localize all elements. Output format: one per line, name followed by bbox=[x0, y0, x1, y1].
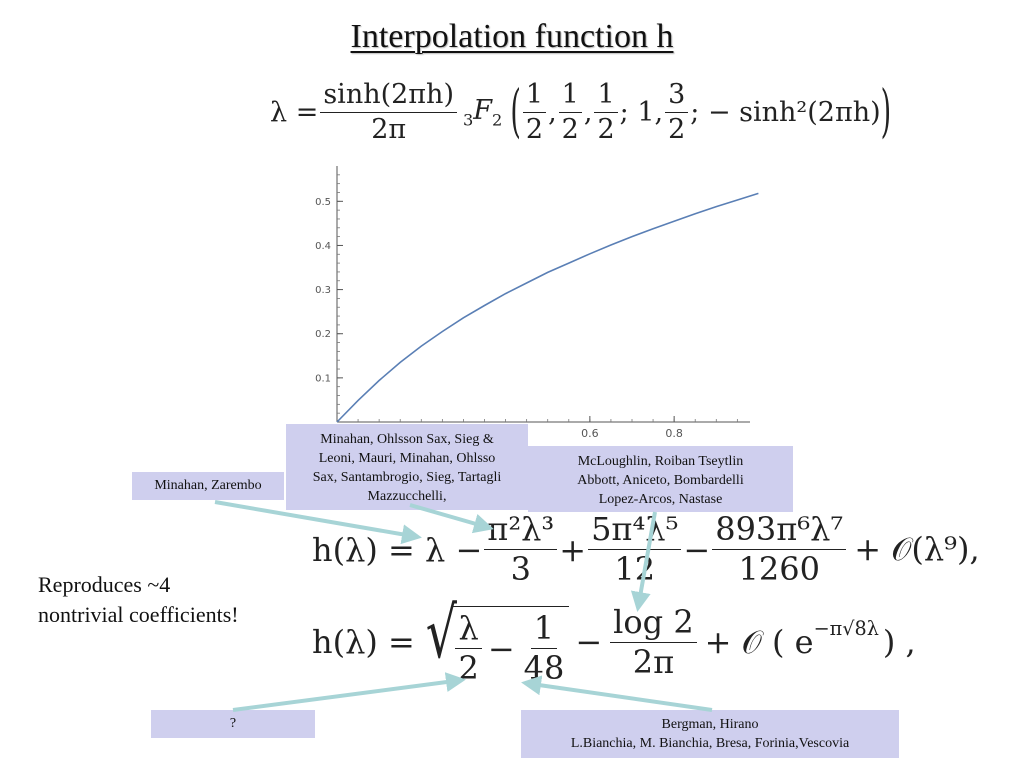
hypergeometric-post: 2 bbox=[492, 110, 503, 130]
ref-b-line-2: Leoni, Mauri, Minahan, Ohlsso bbox=[318, 451, 496, 466]
series-line-0 bbox=[336, 192, 759, 423]
arg-1-num: 1 bbox=[522, 80, 547, 113]
sqrt-term-2-den: 48 bbox=[523, 649, 565, 688]
arg-4-num: 3 bbox=[665, 80, 689, 113]
arrow-bergman bbox=[521, 675, 713, 712]
y-tick-label: 0.2 bbox=[315, 329, 331, 340]
arg-2-num: 1 bbox=[558, 80, 582, 113]
strong-lhs: h(λ) = bbox=[312, 623, 415, 662]
note-line-2: nontrivial coefficients! bbox=[38, 602, 239, 627]
reference-box-mcloughlin: McLoughlin, Roiban Tseytlin Abbott, Anic… bbox=[528, 446, 793, 512]
sqrt-term-1-num: λ bbox=[455, 610, 482, 650]
chart-ticks: 0.1 0.2 0.3 0.4 0.5 0.6 0.8 bbox=[315, 174, 738, 440]
weak-term-2-den: 12 bbox=[614, 550, 656, 589]
ref-c-line-2: Abbott, Aniceto, Bombardelli bbox=[577, 473, 744, 488]
sqrt-term-2-num: 1 bbox=[530, 610, 558, 650]
sinh-denominator: 2π bbox=[371, 113, 407, 145]
strong-term-log-den: 2π bbox=[632, 642, 675, 681]
strong-term-log-num: log 2 bbox=[610, 604, 697, 643]
weak-term-3-den: 1260 bbox=[738, 550, 820, 589]
strong-exponent: −π√8λ bbox=[813, 616, 879, 640]
weak-op-1: + bbox=[559, 530, 587, 569]
arg-2-den: 2 bbox=[561, 113, 579, 145]
ref-b-line-1: Minahan, Ohlsson Sax, Sieg & bbox=[320, 432, 494, 447]
chart-axes bbox=[336, 166, 750, 423]
y-tick-label: 0.3 bbox=[315, 285, 331, 296]
x-tick-label: 0.8 bbox=[665, 427, 683, 440]
hypergeometric-symbol: 3F2 bbox=[463, 95, 502, 129]
weak-lhs: h(λ) = λ − bbox=[312, 530, 483, 569]
sinh-numerator: sinh(2πh) bbox=[320, 80, 457, 113]
reference-box-minahan-ohlsson: Minahan, Ohlsson Sax, Sieg & Leoni, Maur… bbox=[286, 424, 528, 510]
hypergeometric-pre: 3 bbox=[462, 110, 474, 130]
weak-op-2: − bbox=[683, 530, 711, 569]
ref-b-line-4: Mazzucchelli, bbox=[367, 489, 447, 504]
arg-3-den: 2 bbox=[597, 113, 615, 145]
weak-term-1-den: 3 bbox=[510, 550, 531, 589]
sqrt-term-1-den: 2 bbox=[458, 649, 479, 688]
arg-1-den: 2 bbox=[525, 113, 544, 145]
reference-box-minahan-zarembo: Minahan, Zarembo bbox=[132, 472, 284, 500]
arg-3-num: 1 bbox=[594, 80, 618, 113]
sqrt-sign: √ bbox=[425, 592, 457, 674]
hypergeometric-f: F bbox=[473, 94, 493, 126]
arg-tail: ; − sinh²(2πh) bbox=[690, 96, 881, 128]
sqrt-op: − bbox=[487, 629, 515, 668]
page-title: Interpolation function h bbox=[350, 18, 674, 55]
sinh-fraction: sinh(2πh) 2π bbox=[320, 80, 457, 144]
reference-box-bergman: Bergman, Hirano L.Bianchia, M. Bianchia,… bbox=[521, 710, 899, 758]
weak-term-3-num: 893π⁶λ⁷ bbox=[712, 511, 847, 551]
weak-tail: + 𝒪(λ⁹), bbox=[854, 530, 980, 569]
strong-op: − bbox=[575, 623, 603, 662]
chart-series bbox=[336, 192, 759, 423]
interpolation-chart: 0.1 0.2 0.3 0.4 0.5 0.6 0.8 bbox=[315, 166, 759, 440]
strong-end: ) , bbox=[882, 623, 916, 662]
note-text: Reproduces ~4 nontrivial coefficients! bbox=[38, 570, 239, 630]
arg-middle: ; 1, bbox=[619, 96, 664, 128]
reference-box-unknown: ? bbox=[151, 710, 315, 738]
y-tick-label: 0.4 bbox=[315, 241, 331, 252]
ref-b-line-3: Sax, Santambrogio, Sieg, Tartagli bbox=[312, 470, 502, 485]
y-tick-label: 0.1 bbox=[315, 373, 331, 384]
ref-c-line-3: Lopez-Arcos, Nastase bbox=[598, 492, 723, 507]
lambda-lhs: λ = bbox=[270, 96, 319, 128]
x-tick-label: 0.6 bbox=[581, 427, 599, 440]
arg-4-den: 2 bbox=[668, 113, 686, 145]
ref-c-line-1: McLoughlin, Roiban Tseytlin bbox=[577, 454, 744, 469]
close-paren: ) bbox=[880, 79, 892, 145]
y-tick-label: 0.5 bbox=[315, 197, 331, 208]
open-paren: ( bbox=[510, 79, 521, 145]
note-line-1: Reproduces ~4 bbox=[38, 572, 171, 597]
ref-e-line-1: Bergman, Hirano bbox=[661, 717, 759, 732]
strong-tail: + 𝒪 ( e bbox=[704, 622, 814, 661]
weak-term-1-num: π²λ³ bbox=[484, 511, 558, 551]
weak-term-2-num: 5π⁴λ⁵ bbox=[588, 511, 682, 551]
ref-e-line-2: L.Bianchia, M. Bianchia, Bresa, Forinia,… bbox=[570, 736, 850, 751]
